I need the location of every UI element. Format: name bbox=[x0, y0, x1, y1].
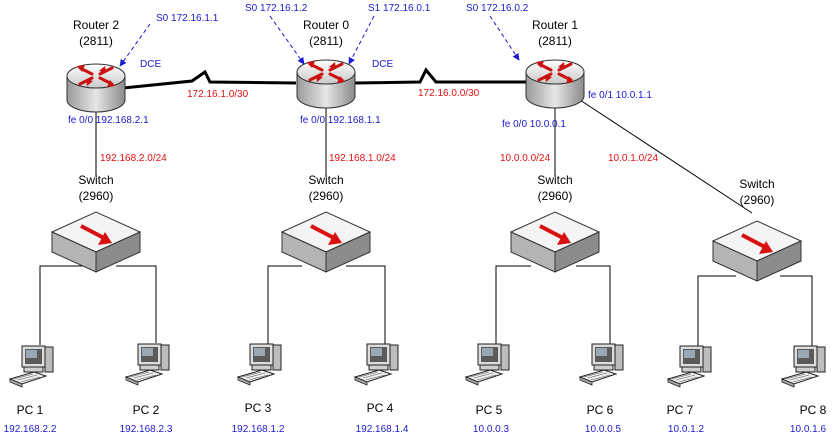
pc-name: PC 3 bbox=[245, 401, 272, 415]
pc-7[interactable]: PC 7 10.0.1.2 bbox=[667, 345, 712, 435]
router-model: (2811) bbox=[79, 34, 113, 48]
interface-label-r0-s1: S1 172.16.0.1 bbox=[368, 3, 431, 14]
interface-label-r0-fe0: fe 0/0 192.168.1.1 bbox=[300, 115, 381, 126]
pc-name: PC 6 bbox=[587, 403, 614, 417]
serial-link-left bbox=[122, 69, 297, 90]
interface-label-r0-s0: S0 172.16.1.2 bbox=[245, 3, 308, 14]
pc-name: PC 1 bbox=[17, 403, 44, 417]
pc-ip: 192.168.2.2 bbox=[4, 424, 57, 435]
pc-8[interactable]: PC 8 10.0.1.6 bbox=[781, 345, 827, 435]
dce-label-left: DCE bbox=[140, 59, 161, 70]
pc-name: PC 5 bbox=[476, 403, 503, 417]
pc-icon bbox=[9, 345, 54, 388]
interface-label-r1-fe0: fe 0/0 10.0.0.1 bbox=[502, 119, 566, 130]
router-icon bbox=[295, 58, 357, 110]
switch-1[interactable]: Switch (2960) bbox=[50, 173, 142, 274]
lan-sw1-pc2 bbox=[116, 265, 157, 343]
pc-ip: 192.168.2.3 bbox=[120, 424, 173, 435]
arrow-r0-s1 bbox=[348, 15, 375, 65]
switch-name: Switch bbox=[308, 173, 343, 187]
interface-label-r2-fe0: fe 0/0 192.168.2.1 bbox=[68, 115, 149, 126]
arrow-r2-s0 bbox=[119, 23, 151, 67]
pc-3[interactable]: PC 3 192.168.1.2 bbox=[232, 343, 285, 435]
router-name: Router 2 bbox=[73, 18, 119, 32]
lan-sw4-pc7 bbox=[697, 275, 736, 347]
router-name: Router 0 bbox=[303, 18, 349, 32]
switch-3[interactable]: Switch (2960) bbox=[509, 173, 601, 274]
switch-name: Switch bbox=[739, 177, 774, 191]
pc-icon bbox=[354, 343, 399, 386]
switch-name: Switch bbox=[78, 173, 113, 187]
pc-6[interactable]: PC 6 10.0.0.5 bbox=[579, 343, 624, 435]
lan-sw2-pc4 bbox=[346, 265, 386, 345]
interface-label-r1-fe1: fe 0/1 10.0.1.1 bbox=[588, 90, 652, 101]
links bbox=[39, 67, 813, 347]
network-label-wan-right: 172.16.0.0/30 bbox=[418, 88, 480, 99]
lan-sw4-pc8 bbox=[780, 275, 813, 347]
interface-label-r1-s0: S0 172.16.0.2 bbox=[466, 3, 529, 14]
network-label-lan-r0: 192.168.1.0/24 bbox=[329, 153, 396, 164]
network-label-lan-r1b: 10.0.1.0/24 bbox=[608, 153, 658, 164]
router-model: (2811) bbox=[309, 34, 343, 48]
lan-sw3-pc6 bbox=[576, 265, 611, 345]
switch-model: (2960) bbox=[538, 189, 573, 203]
pc-icon bbox=[667, 345, 712, 388]
network-label-wan-left: 172.16.1.0/30 bbox=[187, 89, 249, 100]
router-0[interactable]: Router 0 (2811) bbox=[295, 18, 357, 110]
pc-name: PC 7 bbox=[667, 403, 694, 417]
pc-icon bbox=[781, 345, 826, 388]
pc-ip: 10.0.0.3 bbox=[473, 424, 510, 435]
arrow-r1-s0 bbox=[489, 15, 520, 61]
switch-model: (2960) bbox=[79, 189, 114, 203]
pc-ip: 192.168.1.4 bbox=[356, 424, 409, 435]
pc-name: PC 8 bbox=[800, 403, 827, 417]
network-label-lan-r2: 192.168.2.0/24 bbox=[100, 153, 167, 164]
lan-sw2-pc3 bbox=[267, 265, 302, 345]
pc-ip: 10.0.1.6 bbox=[790, 424, 827, 435]
switch-2[interactable]: Switch (2960) bbox=[280, 173, 372, 274]
router-model: (2811) bbox=[538, 34, 572, 48]
pc-icon bbox=[465, 343, 510, 386]
serial-link-right bbox=[353, 67, 526, 85]
pc-icon bbox=[579, 343, 624, 386]
switch-icon bbox=[280, 210, 372, 274]
switch-icon bbox=[711, 219, 803, 283]
pc-name: PC 2 bbox=[133, 403, 160, 417]
switch-icon bbox=[509, 210, 601, 274]
switch-name: Switch bbox=[537, 173, 572, 187]
network-label-lan-r1a: 10.0.0.0/24 bbox=[500, 153, 550, 164]
router-icon bbox=[65, 62, 127, 114]
pc-name: PC 4 bbox=[367, 401, 394, 415]
interface-arrows bbox=[119, 15, 520, 67]
switch-model: (2960) bbox=[309, 189, 344, 203]
pc-ip: 10.0.0.5 bbox=[585, 424, 622, 435]
pc-5[interactable]: PC 5 10.0.0.3 bbox=[465, 343, 510, 435]
lan-sw1-pc1 bbox=[39, 265, 92, 345]
pc-2[interactable]: PC 2 192.168.2.3 bbox=[120, 343, 173, 435]
router-name: Router 1 bbox=[532, 18, 578, 32]
arrow-r0-s0 bbox=[269, 15, 305, 65]
dce-label-right: DCE bbox=[372, 59, 393, 70]
switch-model: (2960) bbox=[740, 193, 775, 207]
pc-1[interactable]: PC 1 192.168.2.2 bbox=[4, 345, 57, 435]
pc-icon bbox=[125, 343, 170, 386]
lan-sw3-pc5 bbox=[495, 265, 531, 345]
switch-4[interactable]: Switch (2960) bbox=[711, 177, 803, 283]
pc-4[interactable]: PC 4 192.168.1.4 bbox=[354, 343, 409, 435]
pc-ip: 10.0.1.2 bbox=[668, 424, 705, 435]
switch-icon bbox=[50, 210, 142, 274]
router-2[interactable]: Router 2 (2811) bbox=[65, 18, 127, 114]
interface-label-r2-s0: S0 172.16.1.1 bbox=[156, 13, 219, 24]
pc-icon bbox=[237, 343, 282, 386]
router-1[interactable]: Router 1 (2811) bbox=[524, 18, 586, 110]
uplink-r1-sw4 bbox=[579, 99, 753, 214]
pc-ip: 192.168.1.2 bbox=[232, 424, 285, 435]
router-icon bbox=[524, 58, 586, 110]
